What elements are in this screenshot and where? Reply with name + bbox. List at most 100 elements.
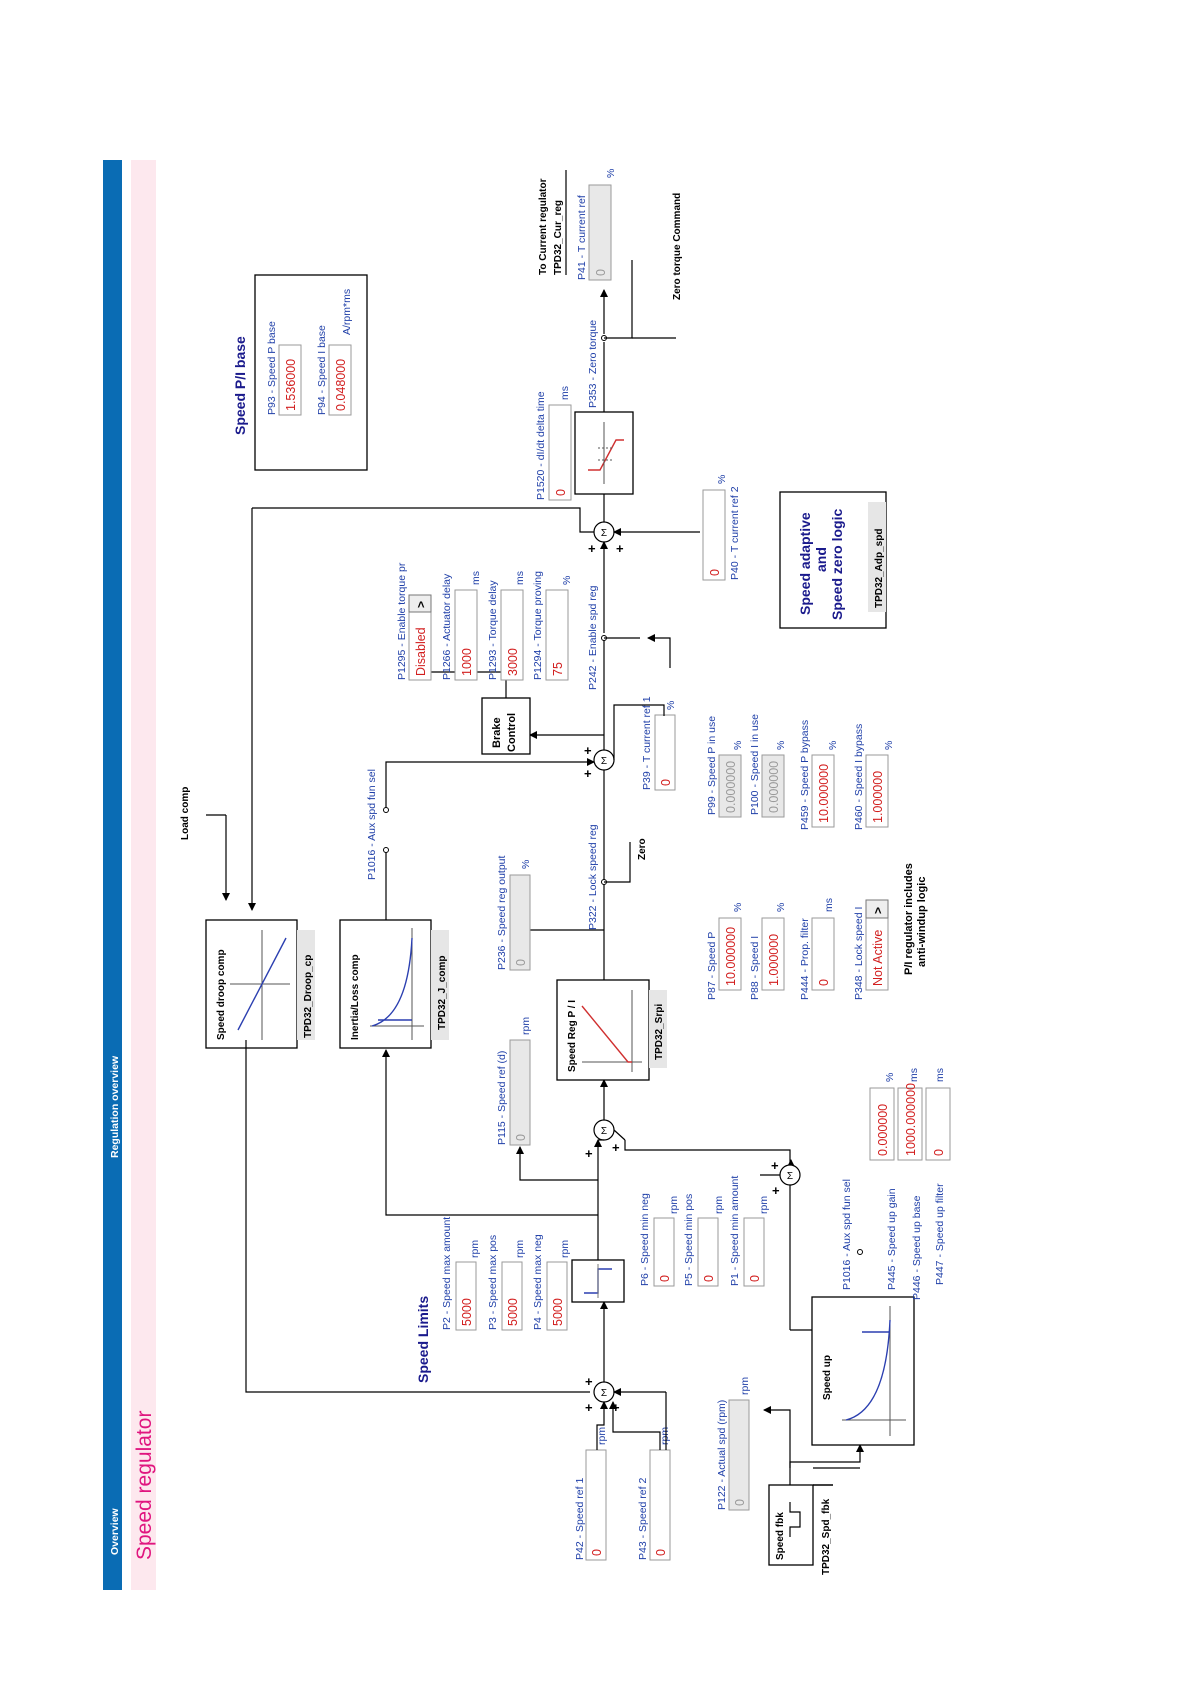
p444-label: P444 - Prop. filter [799, 918, 811, 1000]
p1520-label: P1520 - dI/dt delta time [535, 391, 547, 500]
p460-unit: % [883, 741, 895, 750]
p3-unit: rpm [514, 1240, 526, 1258]
p94-unit: A/rpm*ms [341, 289, 353, 335]
zero-label: Zero [637, 838, 648, 860]
p2-label: P2 - Speed max amount [441, 1217, 453, 1330]
nav-bar [103, 160, 122, 1590]
p1294-field[interactable] [545, 589, 569, 681]
sum-sigma-4: Σ [601, 756, 607, 767]
p1-field[interactable] [743, 1217, 765, 1287]
plus-3a: + [771, 1158, 779, 1173]
p122-label: P122 - Actual spd (rpm) [716, 1400, 728, 1510]
p6-label: P6 - Speed min neg [639, 1193, 651, 1286]
plus-4b: + [584, 743, 592, 758]
p5-value: 0 [702, 1275, 716, 1282]
p460-field[interactable] [865, 754, 889, 828]
p115-field [509, 1039, 531, 1146]
plus-5b: + [588, 541, 596, 556]
inertia-p1016-label: P1016 - Aux spd fun sel [366, 769, 378, 880]
p4-value: 5000 [551, 1298, 565, 1326]
zero-torque-cmd-label: Zero torque Command [672, 193, 683, 300]
p348-dropdown-button[interactable] [865, 899, 889, 919]
nav-regulation-link[interactable]: Regulation overview [109, 1055, 121, 1158]
p445-value: 0.000000 [876, 1104, 890, 1156]
speed-up-curve [845, 1319, 891, 1421]
brake-control-block[interactable] [481, 697, 531, 755]
p446-field[interactable] [897, 1087, 923, 1161]
p447-field[interactable] [925, 1087, 951, 1161]
p100-unit: % [775, 741, 787, 750]
switch-aux-1[interactable] [857, 1249, 863, 1255]
switch-aux-2[interactable] [383, 847, 389, 853]
p444-field[interactable] [811, 917, 835, 991]
adaptive-tag: TPD32_Adp_spd [874, 529, 885, 608]
p460-value: 1.000000 [871, 771, 885, 823]
adaptive-tag-bg [868, 502, 886, 612]
p4-unit: rpm [559, 1240, 571, 1258]
p39-field[interactable] [654, 714, 676, 791]
p4-field[interactable] [546, 1261, 568, 1331]
link-ref-d [516, 1146, 598, 1181]
sum-sigma-2: Σ [601, 1126, 607, 1137]
droop-curve [237, 937, 287, 1031]
p1295-dropdown-button[interactable] [408, 594, 432, 613]
p5-field[interactable] [697, 1217, 719, 1287]
p2-field[interactable] [455, 1261, 477, 1331]
p6-field[interactable] [653, 1217, 675, 1287]
p1266-label: P1266 - Actuator delay [441, 573, 453, 680]
p1293-field[interactable] [500, 589, 524, 681]
p445-label: P445 - Speed up gain [886, 1188, 898, 1290]
sum-sigma-1: Σ [601, 1388, 607, 1399]
p42-field[interactable] [585, 1449, 607, 1561]
p445-field[interactable] [869, 1087, 895, 1161]
plus-3b: + [772, 1183, 780, 1198]
sum-sigma-3: Σ [787, 1171, 793, 1182]
p1520-value: 0 [554, 489, 568, 496]
to-current-line1: To Current regulator [538, 178, 549, 275]
link-inertia-sum4 [385, 758, 595, 808]
p43-label: P43 - Speed ref 2 [637, 1478, 649, 1560]
p3-field[interactable] [501, 1261, 523, 1331]
p445-unit: % [884, 1073, 896, 1082]
speed-fbk-block[interactable] [768, 1484, 814, 1566]
p40-value: 0 [708, 569, 722, 576]
p1295-label: P1295 - Enable torque pr [396, 562, 408, 680]
link-fbk-actual [763, 1406, 791, 1485]
p43-field[interactable] [649, 1449, 671, 1561]
p87-field[interactable] [718, 917, 742, 991]
p2-value: 5000 [460, 1298, 474, 1326]
inertia-tag-bg [431, 930, 449, 1040]
p88-field[interactable] [761, 917, 785, 991]
p1266-field[interactable] [454, 589, 478, 681]
chevron-down-icon: > [414, 601, 428, 608]
inertia-title: Inertia/Loss comp [350, 954, 361, 1040]
speed-reg-block[interactable] [556, 979, 650, 1081]
p40-field[interactable] [702, 489, 726, 581]
plus-1c: + [612, 1400, 620, 1415]
p1294-label: P1294 - Torque proving [532, 571, 544, 680]
link-sum3-up [624, 1140, 791, 1165]
p459-field[interactable] [811, 754, 835, 828]
p1520-field[interactable] [548, 404, 572, 501]
nav-overview-link[interactable]: Overview [109, 1507, 121, 1555]
switch-aux-3[interactable] [383, 807, 389, 813]
to-current-line2: TPD32_Cur_reg [553, 200, 564, 275]
plus-1b: + [585, 1400, 593, 1415]
p94-field[interactable] [328, 344, 352, 416]
link-sum5-droop [252, 507, 594, 533]
p43-unit: rpm [659, 1427, 671, 1445]
p100-label: P100 - Speed I in use [749, 714, 761, 815]
p115-label: P115 - Speed ref (d) [496, 1051, 508, 1145]
load-comp-label: Load comp [180, 787, 191, 840]
droop-tag: TPD32_Droop_cp [303, 955, 314, 1038]
adaptive-line3: Speed zero logic [829, 509, 845, 620]
p446-unit: ms [908, 1068, 920, 1082]
p1-label: P1 - Speed min amount [729, 1176, 741, 1286]
p236-unit: % [520, 860, 532, 869]
p93-field[interactable] [278, 344, 302, 416]
inertia-tag: TPD32_J_comp [437, 956, 448, 1030]
inertia-curve [371, 937, 413, 1027]
p1266-unit: ms [470, 571, 482, 585]
p2-unit: rpm [469, 1240, 481, 1258]
speed-reg-title: Speed Reg P / I [567, 1000, 578, 1072]
